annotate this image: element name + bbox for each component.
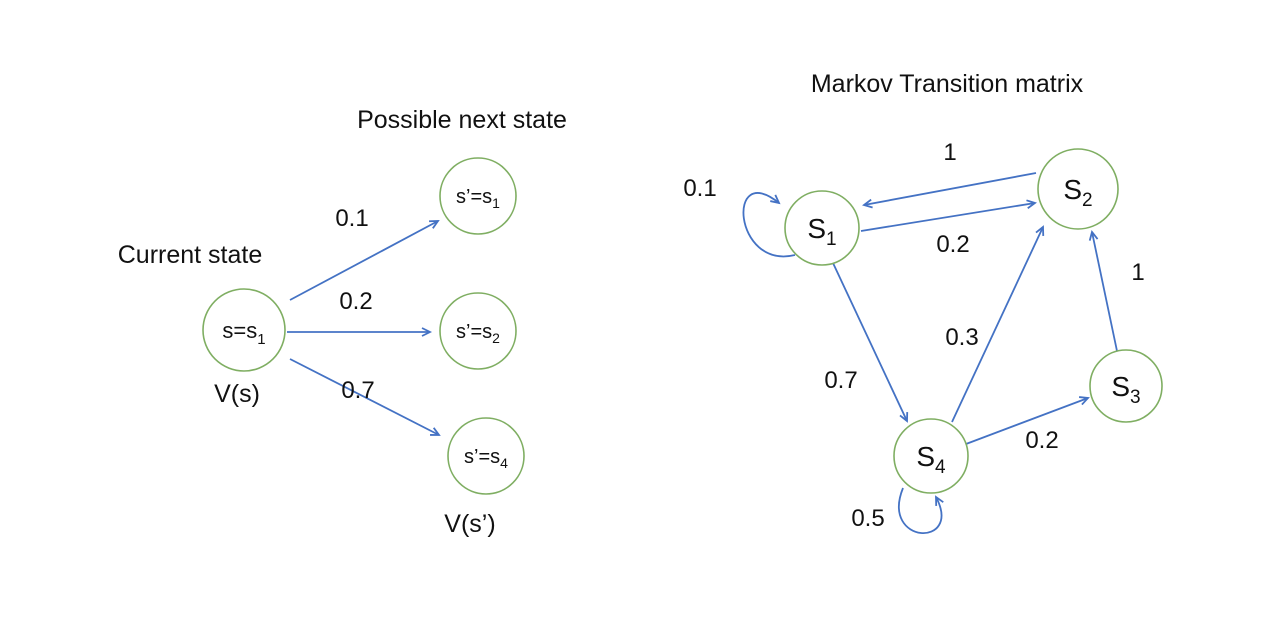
next-node-sub: 4 [500,455,508,471]
edge-s4-to-s2 [951,225,1045,423]
edge-s4-self-loop [898,487,944,535]
next-state-node-label-s1: s’=s1 [456,186,500,211]
current-next-state-diagram: Possible next state Current state s=s1 V… [118,106,567,538]
state-node-circle-s4 [893,418,969,494]
node-main: S [807,213,826,244]
probability-label: 0.2 [339,288,372,315]
current-node-main: s=s [222,318,257,343]
state-node-label-s2: S2 [1063,174,1092,211]
node-main: S [916,441,935,472]
probability-label: 0.1 [335,205,368,232]
probability-label: 0.7 [341,377,374,404]
edge-s1-to-s4 [832,262,909,423]
transition-arrow-s1 [289,220,440,301]
edge-label-s1-s4: 0.7 [824,367,857,394]
value-of-s-prime-label: V(s’) [444,510,495,538]
next-node-main: s’=s [464,446,500,468]
next-state-node-label-s2: s’=s2 [456,321,500,346]
edge-s1-self-loop [742,192,796,258]
state-node-circle-s3 [1089,349,1163,423]
edge-label-s1-s2: 0.2 [936,231,969,258]
current-state-label: Current state [118,241,263,269]
transition-arrow-s4 [289,358,441,436]
next-state-node-label-s4: s’=s4 [464,446,508,471]
edge-label-s4-s3: 0.2 [1025,427,1058,454]
next-state-node-circle-s4 [447,417,525,495]
current-state-node-circle [202,288,286,372]
edge-label-s3-s2: 1 [1131,259,1144,286]
node-sub: 4 [935,457,946,478]
value-of-s-label: V(s) [214,380,260,408]
edge-s2-to-s1 [862,172,1037,209]
node-sub: 2 [1082,190,1093,211]
current-state-node-label: s=s1 [222,318,265,348]
state-node-label-s1: S1 [807,213,836,250]
edge-label-s2-s1: 1 [943,139,956,166]
node-main: S [1111,371,1130,402]
next-node-sub: 1 [492,195,500,211]
edge-label-s4-s2: 0.3 [945,324,978,351]
state-node-label-s3: S3 [1111,371,1140,408]
edge-s3-to-s2 [1088,230,1118,352]
node-sub: 3 [1130,387,1141,408]
left-diagram-title: Possible next state [357,106,567,134]
next-state-node-circle-s2 [439,292,517,370]
state-node-circle-s1 [784,190,860,266]
node-sub: 1 [826,229,837,250]
next-node-main: s’=s [456,186,492,208]
markov-transition-graph: Markov Transition matrix 0.1 1 0.2 0.7 0… [683,70,1163,535]
node-main: S [1063,174,1082,205]
edge-s4-to-s3 [965,396,1090,445]
next-node-sub: 2 [492,330,500,346]
edge-label-s1-self: 0.1 [683,175,716,202]
edge-label-s4-self: 0.5 [851,505,884,532]
next-state-node-circle-s1 [439,157,517,235]
next-node-main: s’=s [456,321,492,343]
right-diagram-title: Markov Transition matrix [811,70,1084,98]
state-node-label-s4: S4 [916,441,946,478]
edge-s1-to-s2 [860,199,1037,232]
current-node-sub: 1 [257,331,265,348]
state-node-circle-s2 [1037,148,1119,230]
